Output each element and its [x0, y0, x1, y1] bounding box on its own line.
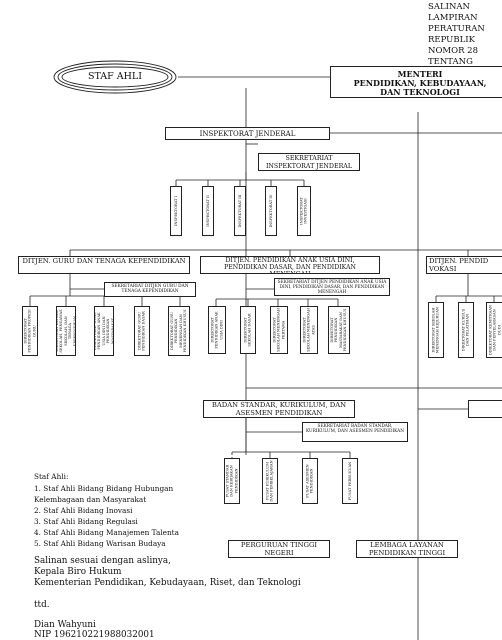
- ditjen-vokasi-unit-2-label: DIREKTORAT KURSUS DAN PELATIHAN: [461, 308, 470, 352]
- ditjen-paud-unit-3-label: DIREKTORAT SEKOLAH MENENGAH PERTAMA: [272, 308, 286, 352]
- ditjen-paud-unit-2-label: DIREKTORAT SEKOLAH DASAR: [243, 313, 252, 347]
- staf-ahli-list-heading: Staf Ahli:: [34, 472, 69, 481]
- ditjen-guru-unit-4-label: DIREKTORAT GURU PENDIDIKAN DASAR: [137, 311, 146, 351]
- lembaga-layanan-box: LEMBAGA LAYANAN PENDIDIKAN TINGGI: [356, 540, 458, 558]
- footer-name: Dian Wahyuni: [34, 620, 96, 630]
- inspektorat-unit-1-label: INSPEKTORAT I: [173, 195, 178, 227]
- ditjen-vokasi-unit-1-label: DIREKTORAT SEKOLAH MENENGAH KEJURUAN: [431, 306, 440, 354]
- header-line-nomor: NOMOR 28: [428, 46, 478, 56]
- ditjen-guru-unit-4: DIREKTORAT GURU PENDIDIKAN DASAR: [134, 306, 150, 356]
- ditjen-paud-unit-4: DIREKTORAT SEKOLAH MENENGAH ATAS: [300, 306, 318, 354]
- ditjen-guru-unit-1: DIREKTORAT PENDIDIKAN PROFESI GURU: [22, 306, 38, 356]
- menteri-box: MENTERI PENDIDIKAN, KEBUDAYAAN, DAN TEKN…: [330, 66, 502, 98]
- inspektorat-unit-investigasi-label: INSPEKTORAT INVESTIGASI: [299, 197, 308, 225]
- inspektorat-unit-2: INSPEKTORAT II: [202, 186, 214, 236]
- sekretariat-inspektorat-box: SEKRETARIAT INSPEKTORAT JENDERAL: [258, 153, 360, 171]
- inspektorat-unit-investigasi: INSPEKTORAT INVESTIGASI: [297, 186, 311, 236]
- badan-unit-2: PUSAT KURIKULUM DAN PEMBELAJARAN: [262, 458, 278, 504]
- inspektorat-unit-3: INSPEKTORAT III: [234, 186, 246, 236]
- perguruan-tinggi-negeri-box: [230, 455, 234, 457]
- sekretariat-ditjen-paud-box: SEKRETARIAT DITJEN PENDIDIKAN ANAK USIA …: [274, 278, 390, 296]
- staf-ahli-item-5: 5. Staf Ahli Bidang Warisan Budaya: [34, 539, 166, 548]
- staf-ahli-ellipse-outline: [53, 60, 177, 94]
- footer-salinan: Salinan sesuai dengan aslinya,: [34, 556, 171, 566]
- inspektorat-unit-4: INSPEKTORAT IV: [265, 186, 277, 236]
- badan-unit-3: PUSAT ASESMEN PENDIDIKAN: [302, 458, 318, 504]
- sekretariat-ditjen-guru-box: SEKRETARIAT DITJEN GURU DAN TENAGA KEPEN…: [104, 282, 196, 297]
- ditjen-guru-box: DITJEN. GURU DAN TENAGA KEPENDIDIKAN: [18, 256, 190, 274]
- header-line-republik: REPUBLIK: [428, 35, 475, 45]
- perguruan-tinggi-negeri: PERGURUAN TINGGI NEGERI: [228, 540, 330, 558]
- ditjen-vokasi-unit-3: DIREKTORAT KEMITRAAN DAN PENYELARASAN DU…: [486, 302, 502, 358]
- ditjen-guru-unit-2: DIREKTORAT KEPALA SEKOLAH, PENGAWAS SEKO…: [56, 306, 76, 356]
- ditjen-guru-unit-1-label: DIREKTORAT PENDIDIKAN PROFESI GURU: [23, 309, 37, 353]
- footer-kepala-biro: Kepala Biro Hukum: [34, 567, 122, 577]
- staf-ahli-item-1: 1. Staf Ahli Bidang Bidang Hubungan: [34, 484, 174, 493]
- ditjen-vokasi-unit-1: DIREKTORAT SEKOLAH MENENGAH KEJURUAN: [428, 302, 444, 358]
- inspektorat-unit-1: INSPEKTORAT I: [170, 186, 182, 236]
- ditjen-paud-unit-2: DIREKTORAT SEKOLAH DASAR: [240, 306, 256, 354]
- footer-kementerian: Kementerian Pendidikan, Kebudayaan, Rise…: [34, 578, 301, 588]
- staf-ahli-item-2: 2. Staf Ahli Bidang Inovasi: [34, 506, 133, 515]
- ditjen-guru-unit-3-label: DIREKTORAT GURU PENDIDIKAN ANAK USIA DIN…: [94, 312, 114, 350]
- ditjen-vokasi-box: DITJEN. PENDID VOKASI: [426, 256, 502, 274]
- menteri-line2: PENDIDIKAN, KEBUDAYAAN,: [353, 78, 487, 88]
- ditjen-guru-unit-3: DIREKTORAT GURU PENDIDIKAN ANAK USIA DIN…: [94, 306, 114, 356]
- sekretariat-badan-box: SEKRETARIAT BADAN STANDAR, KURIKULUM, DA…: [302, 422, 408, 442]
- ditjen-paud-unit-5-label: DIREKTORAT PENDIDIKAN MASYARAKAT DAN PEN…: [330, 308, 348, 352]
- header-line-peraturan: PERATURAN: [428, 24, 485, 34]
- staf-ahli-item-1-cont: Kelembagaan dan Masyarakat: [34, 495, 147, 504]
- inspektorat-unit-4-label: INSPEKTORAT IV: [268, 194, 273, 228]
- ditjen-paud-unit-3: DIREKTORAT SEKOLAH MENENGAH PERTAMA: [270, 306, 288, 354]
- staf-ahli-label: STAF AHLI: [87, 71, 142, 82]
- header-line-tentang: TENTANG: [428, 57, 473, 67]
- badan-unit-1-label: PUSAT STANDAR DAN KEBIJAKAN PENDIDIKAN: [225, 464, 239, 498]
- unlabeled-partial-box: [468, 400, 502, 418]
- inspektorat-jenderal-box: INSPEKTORAT JENDERAL: [165, 127, 330, 140]
- badan-unit-4-label: PUSAT PERBUKUAN: [347, 461, 352, 501]
- ditjen-paud-unit-4-label: DIREKTORAT SEKOLAH MENENGAH ATAS: [302, 308, 316, 352]
- badan-unit-3-label: PUSAT ASESMEN PENDIDIKAN: [305, 464, 314, 498]
- footer-ttd: ttd.: [34, 600, 50, 610]
- footer-nip: NIP 196210221988032001: [34, 630, 155, 640]
- staf-ahli-item-3: 3. Staf Ahli Bidang Regulasi: [34, 517, 138, 526]
- staf-ahli-ellipse: STAF AHLI: [52, 60, 178, 94]
- inspektorat-unit-3-label: INSPEKTORAT III: [237, 194, 242, 228]
- ditjen-vokasi-unit-2: DIREKTORAT KURSUS DAN PELATIHAN: [458, 302, 474, 358]
- ditjen-guru-unit-2-label: DIREKTORAT KEPALA SEKOLAH, PENGAWAS SEKO…: [56, 309, 76, 353]
- badan-unit-1: PUSAT STANDAR DAN KEBIJAKAN PENDIDIKAN: [224, 458, 240, 504]
- ditjen-paud-box: DITJEN. PENDIDIKAN ANAK USIA DINI, PENDI…: [200, 256, 380, 274]
- ditjen-vokasi-unit-3-label: DIREKTORAT KEMITRAAN DAN PENYELARASAN DU…: [488, 304, 502, 356]
- badan-standar-box: BADAN STANDAR, KURIKULUM, DAN ASESMEN PE…: [203, 400, 355, 418]
- ditjen-paud-unit-1: DIREKTORAT PENDIDIKAN ANAK USIA DINI: [208, 306, 226, 354]
- ditjen-guru-unit-5: DIREKTORAT GURU PENDIDIKAN MENENGAH DAN …: [168, 306, 190, 356]
- header-line-lampiran: LAMPIRAN: [428, 13, 478, 23]
- inspektorat-unit-2-label: INSPEKTORAT II: [205, 195, 210, 227]
- ditjen-paud-unit-1-label: DIREKTORAT PENDIDIKAN ANAK USIA DINI: [210, 311, 224, 349]
- menteri-line3: DAN TEKNOLOGI: [380, 87, 460, 97]
- header-line-salinan: SALINAN: [428, 2, 470, 12]
- menteri-title: MENTERI: [397, 69, 443, 79]
- badan-unit-2-label: PUSAT KURIKULUM DAN PEMBELAJARAN: [265, 460, 274, 502]
- badan-unit-4: PUSAT PERBUKUAN: [342, 458, 358, 504]
- ditjen-paud-unit-5: DIREKTORAT PENDIDIKAN MASYARAKAT DAN PEN…: [328, 306, 350, 354]
- staf-ahli-item-4: 4. Staf Ahli Bidang Manajemen Talenta: [34, 528, 179, 537]
- ditjen-guru-unit-5-label: DIREKTORAT GURU PENDIDIKAN MENENGAH DAN …: [170, 309, 188, 353]
